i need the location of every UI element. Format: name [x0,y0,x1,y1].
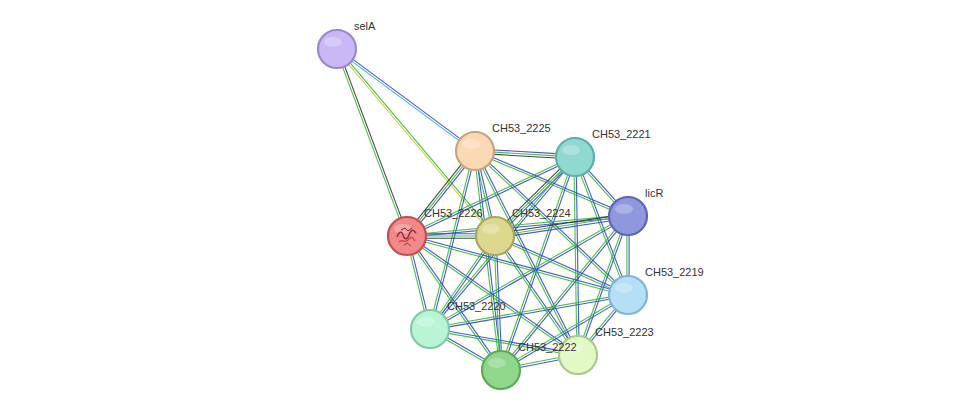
evidence-line [343,67,400,218]
node-highlight [615,204,633,214]
node-label: CH53_2224 [512,207,571,220]
interaction-edge [434,169,472,311]
evidence-line [353,59,460,138]
node-highlight [417,317,435,327]
evidence-line [426,235,476,236]
node-disc [482,351,520,389]
protein-node: CH53_2219 [609,276,647,314]
node-circle [480,349,522,391]
node-label: CH53_2226 [424,207,483,220]
node-label: CH53_2223 [595,326,654,339]
evidence-line [519,358,559,366]
protein-node: CH53_2224 [476,217,514,255]
interaction-edge [446,338,485,362]
evidence-line [513,243,611,287]
evidence-line [410,255,424,311]
node-label: CH53_2221 [592,128,651,141]
protein-node: licR [609,197,647,235]
node-circle [607,195,649,237]
protein-loop [404,243,411,246]
node-disc [556,138,594,176]
protein-node: CH53_2221 [556,138,594,176]
node-circle [316,28,358,70]
node-circle [557,334,599,376]
node-highlight [462,139,480,149]
interaction-edge [494,150,556,158]
protein-node: CH53_2226 [388,217,426,255]
node-disc [388,217,426,255]
node-highlight [488,358,506,368]
node-circle [386,215,428,257]
evidence-line [505,252,566,340]
node-disc [609,197,647,235]
evidence-line [574,176,576,336]
node-circle [607,274,649,316]
node-disc [476,217,514,255]
evidence-line [447,338,485,360]
node-label: selA [354,20,375,33]
interaction-edge [505,251,568,340]
interaction-edge [512,243,611,289]
interaction-edge [519,358,559,368]
node-label: CH53_2219 [645,266,704,279]
evidence-line [350,63,483,221]
interaction-edge [348,63,483,222]
evidence-line [426,233,476,234]
evidence-line [629,235,630,276]
protein-loop [401,228,412,231]
node-highlight [615,283,633,293]
node-disc [609,276,647,314]
protein-node: selA [318,30,356,68]
interaction-edge [426,234,476,238]
protein-node: CH53_2222 [482,351,520,389]
evidence-line [494,154,556,158]
evidence-line [446,339,484,361]
node-label: CH53_2222 [518,341,577,354]
protein-strand [399,237,415,242]
protein-structure-image [393,223,421,249]
evidence-line [514,219,609,233]
interaction-edge [441,171,563,315]
evidence-line [512,245,610,289]
interaction-edge [513,217,609,236]
evidence-line [426,238,476,239]
node-disc [318,30,356,68]
evidence-line [447,226,612,320]
node-circle [554,136,596,178]
node-circle [409,308,451,350]
interaction-edge [627,235,629,276]
evidence-line [426,219,609,236]
node-label: licR [645,187,663,200]
node-highlight [482,224,500,234]
evidence-line [589,170,617,201]
node-disc [456,132,494,170]
node-highlight [562,145,580,155]
evidence-line [507,251,568,339]
interaction-edge [574,176,579,336]
node-label: CH53_2225 [492,122,551,135]
evidence-line [426,240,610,289]
node-circle [454,130,496,172]
interaction-edge [426,217,609,236]
protein-node: CH53_2225 [456,132,494,170]
node-highlight [324,37,342,47]
evidence-line [436,170,472,311]
evidence-line [626,235,627,276]
node-disc [411,310,449,348]
evidence-line [587,172,615,203]
node-circle [474,215,516,257]
evidence-line [434,169,470,310]
protein-node: CH53_2220 [411,310,449,348]
node-label: CH53_2220 [447,300,506,313]
